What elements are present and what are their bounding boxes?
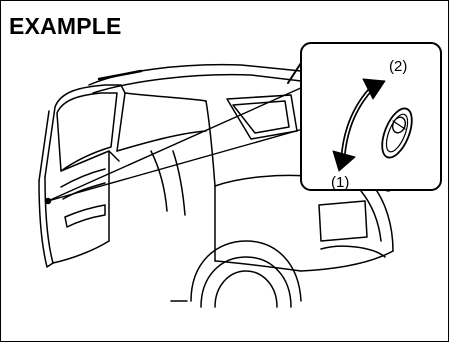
double-headed-arrow-icon [332,78,386,172]
callout-label-1: (1) [331,174,349,191]
open-rear-door [38,84,207,268]
callout-label-2: (2) [389,58,407,75]
figure-title: EXAMPLE [9,13,122,39]
door-lock-knob-icon [381,107,413,159]
callout-leader-lines [47,86,304,202]
vehicle-body [88,62,394,308]
callout-box: (2) (1) [300,42,442,191]
